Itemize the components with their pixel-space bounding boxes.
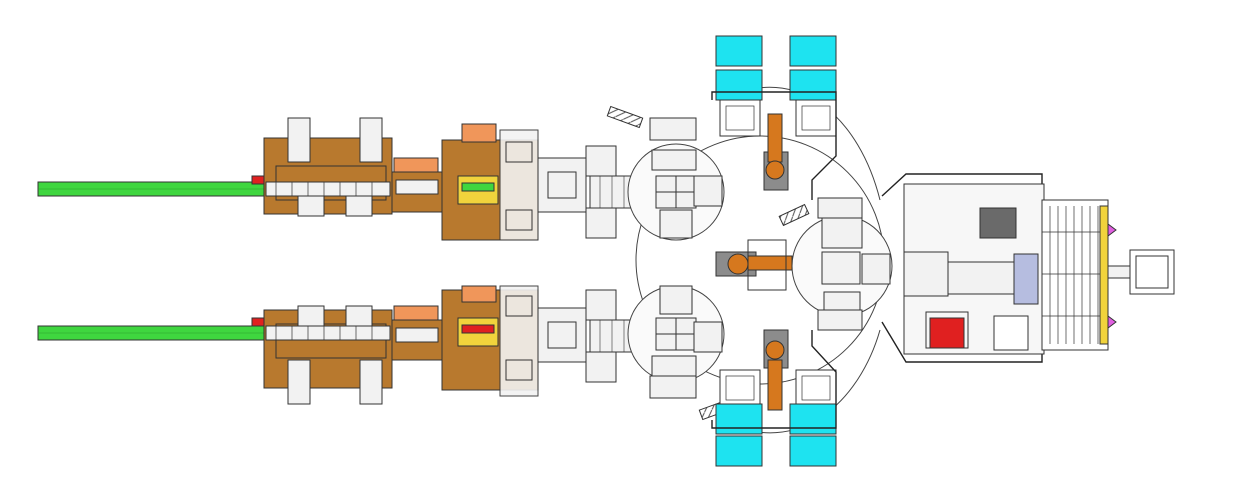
- cyan-pallet: [715, 35, 763, 67]
- upper-transfer-conveyor: [537, 157, 587, 213]
- magenta-marker: [1107, 223, 1117, 237]
- upper-line: [37, 117, 651, 241]
- lower-conveyor-stop: [251, 317, 265, 327]
- cyan-pallet: [789, 403, 837, 435]
- cyan-pallet: [789, 435, 837, 467]
- output-lavender-plate: [1013, 253, 1039, 305]
- magenta-marker: [1107, 315, 1117, 329]
- cyan-pallet: [715, 435, 763, 467]
- robot-upper: [763, 113, 789, 191]
- cyan-pallet: [789, 35, 837, 67]
- cyan-pallet: [715, 403, 763, 435]
- end-unit: [1129, 249, 1175, 295]
- output-cell: [903, 183, 1175, 355]
- lower-transfer-conveyor: [537, 307, 587, 363]
- upper-conveyor-stop: [251, 175, 265, 185]
- robot-lower: [763, 329, 789, 411]
- dark-tray: [979, 207, 1017, 239]
- lower-line: [37, 285, 651, 405]
- upper-orange-cap: [461, 123, 497, 143]
- output-conveyor: [947, 261, 1015, 295]
- rotary-table-fixtures: [651, 149, 891, 377]
- stacker-frame: [1041, 199, 1109, 351]
- robot-center: [715, 239, 793, 291]
- red-bin: [929, 317, 965, 349]
- upper-transfer-cap: [393, 157, 439, 173]
- lower-orange-cap: [461, 285, 497, 303]
- cyan-pallet: [715, 69, 763, 101]
- cyan-pallet: [789, 69, 837, 101]
- lower-transfer-cap: [393, 305, 439, 321]
- cyan-pallets: [715, 35, 837, 467]
